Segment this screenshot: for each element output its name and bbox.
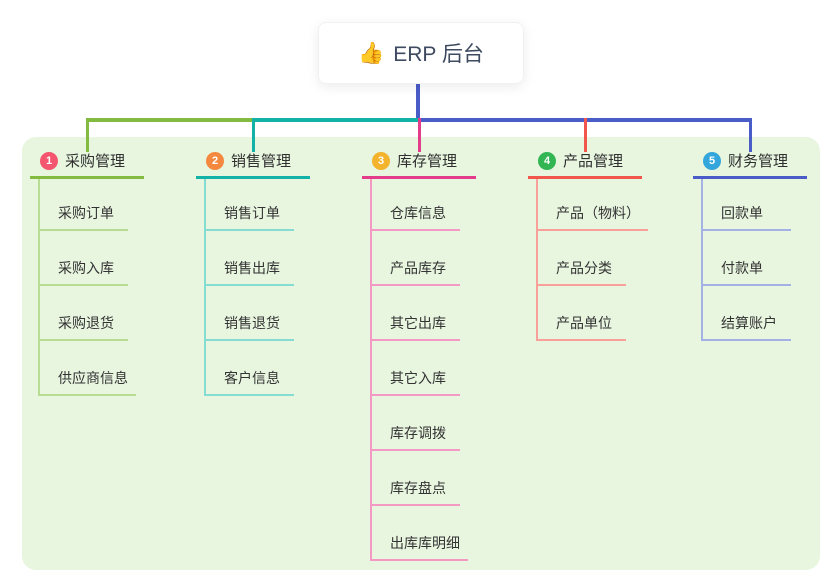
branch-number-badge: 3 bbox=[372, 151, 390, 170]
child-node[interactable]: 销售订单 bbox=[204, 205, 294, 231]
child-node[interactable]: 仓库信息 bbox=[370, 205, 460, 231]
child-node[interactable]: 采购订单 bbox=[38, 205, 128, 231]
root-node-label: ERP 后台 bbox=[393, 43, 484, 66]
child-node[interactable]: 库存调拨 bbox=[370, 425, 460, 451]
child-node[interactable]: 销售出库 bbox=[204, 260, 294, 286]
child-node[interactable]: 产品单位 bbox=[536, 315, 626, 341]
child-node[interactable]: 库存盘点 bbox=[370, 480, 460, 506]
branch-child-line bbox=[370, 179, 372, 560]
branch-node-2[interactable]: 2 销售管理 bbox=[206, 150, 291, 171]
connector-bar-segment bbox=[86, 118, 252, 122]
child-node[interactable]: 产品（物料） bbox=[536, 205, 648, 231]
child-node[interactable]: 付款单 bbox=[701, 260, 791, 286]
branch-label: 财务管理 bbox=[728, 153, 789, 170]
branch-underline bbox=[362, 176, 476, 179]
root-node[interactable]: 👍 ERP 后台 bbox=[318, 22, 524, 84]
branch-number-badge: 1 bbox=[40, 151, 58, 170]
connector-drop-line bbox=[252, 118, 255, 152]
connector-drop-line bbox=[584, 118, 587, 152]
branches-panel bbox=[22, 137, 820, 570]
child-node[interactable]: 结算账户 bbox=[701, 315, 791, 341]
connector-drop-line bbox=[418, 118, 421, 152]
child-node[interactable]: 回款单 bbox=[701, 205, 791, 231]
branch-child-line bbox=[204, 179, 206, 395]
branch-number-badge: 4 bbox=[538, 151, 556, 170]
branch-underline bbox=[528, 176, 642, 179]
branch-underline bbox=[693, 176, 807, 179]
thumbs-up-icon: 👍 bbox=[358, 41, 385, 65]
branch-number-badge: 5 bbox=[703, 151, 721, 170]
child-node[interactable]: 产品库存 bbox=[370, 260, 460, 286]
child-node[interactable]: 采购入库 bbox=[38, 260, 128, 286]
branch-node-1[interactable]: 1 采购管理 bbox=[40, 150, 125, 171]
child-node[interactable]: 供应商信息 bbox=[38, 370, 136, 396]
branch-label: 采购管理 bbox=[65, 153, 126, 170]
child-node[interactable]: 出库库明细 bbox=[370, 535, 468, 561]
child-node[interactable]: 其它出库 bbox=[370, 315, 460, 341]
branch-node-4[interactable]: 4 产品管理 bbox=[538, 150, 623, 171]
connector-drop-line bbox=[86, 118, 89, 152]
branch-underline bbox=[196, 176, 310, 179]
branch-child-line bbox=[701, 179, 703, 340]
branch-node-5[interactable]: 5 财务管理 bbox=[703, 150, 788, 171]
branch-label: 库存管理 bbox=[397, 153, 458, 170]
connector-drop-line bbox=[749, 118, 752, 152]
child-node[interactable]: 客户信息 bbox=[204, 370, 294, 396]
branch-underline bbox=[30, 176, 144, 179]
branch-node-3[interactable]: 3 库存管理 bbox=[372, 150, 457, 171]
child-node[interactable]: 产品分类 bbox=[536, 260, 626, 286]
branch-label: 销售管理 bbox=[231, 153, 292, 170]
root-connector-line bbox=[416, 82, 420, 118]
connector-bar-segment bbox=[252, 118, 418, 122]
child-node[interactable]: 其它入库 bbox=[370, 370, 460, 396]
branch-label: 产品管理 bbox=[563, 153, 624, 170]
child-node[interactable]: 销售退货 bbox=[204, 315, 294, 341]
branch-child-line bbox=[536, 179, 538, 340]
child-node[interactable]: 采购退货 bbox=[38, 315, 128, 341]
branch-number-badge: 2 bbox=[206, 151, 224, 170]
branch-child-line bbox=[38, 179, 40, 395]
